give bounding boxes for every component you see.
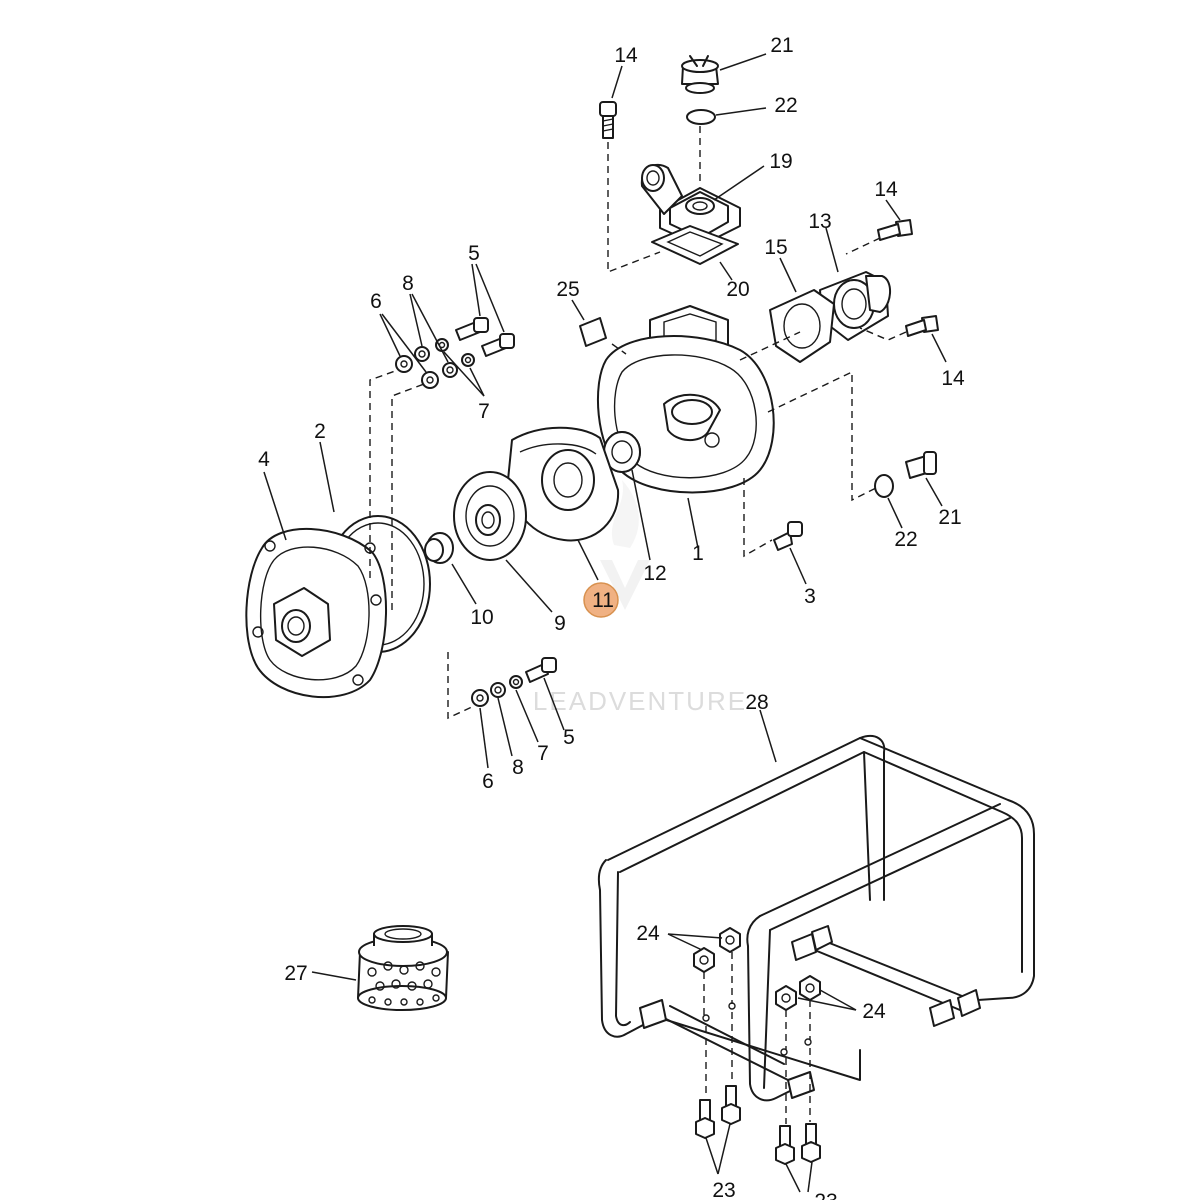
callout-6-top: 6 (370, 290, 382, 313)
part-27-strainer (357, 925, 449, 1011)
callout-14-right-top: 14 (874, 178, 898, 201)
callout-21-right: 21 (938, 506, 961, 529)
callout-28: 28 (745, 691, 768, 714)
part-21-plug-top (681, 55, 719, 94)
part-28-frame (597, 734, 1035, 1102)
callout-20: 20 (726, 278, 749, 301)
callout-11: 11 (592, 589, 614, 612)
watermark-text: LEADVENTURE (533, 686, 747, 716)
part-11-volute (507, 426, 620, 542)
callout-14-right-bottom: 14 (941, 367, 965, 390)
callout-12: 12 (643, 562, 666, 585)
callout-8-top: 8 (402, 272, 414, 295)
part-9-impeller (453, 471, 527, 561)
callout-7-bottom: 7 (537, 742, 549, 765)
callout-23-left: 23 (712, 1179, 735, 1200)
part-22-oring-right (874, 474, 894, 498)
callout-9: 9 (554, 612, 566, 635)
upper-fastener-group (395, 317, 515, 389)
callout-19: 19 (769, 150, 792, 173)
callout-22-top: 22 (774, 94, 797, 117)
lower-fastener-group (471, 657, 557, 707)
watermark-logo (600, 480, 650, 610)
part-24-nuts (693, 927, 821, 1011)
callout-24-right: 24 (862, 1000, 886, 1023)
callout-2: 2 (314, 420, 326, 443)
part-23-bolts (695, 1085, 821, 1165)
part-4-pump-cover (245, 528, 387, 699)
callout-8-bottom: 8 (512, 756, 524, 779)
callout-22-right: 22 (894, 528, 917, 551)
callout-7-top: 7 (478, 400, 490, 423)
part-14-bolt-right-top (877, 219, 913, 241)
callout-21-top: 21 (770, 34, 793, 57)
callout-23-right: 23 (814, 1190, 837, 1200)
part-22-oring-top (686, 109, 716, 125)
callout-13: 13 (808, 210, 831, 233)
part-14-bolt-top (599, 101, 617, 139)
callout-27: 27 (284, 962, 307, 985)
part-10-sleeve (424, 532, 454, 564)
callout-25: 25 (556, 278, 579, 301)
part-21-plug-right (905, 451, 937, 479)
callout-14-top: 14 (614, 44, 638, 67)
highlight-marker (583, 582, 619, 618)
callout-1: 1 (692, 542, 704, 565)
part-3-drain-bolt (773, 521, 803, 551)
part-25-label-plate (579, 317, 607, 347)
callout-10: 10 (470, 606, 493, 629)
callout-5-bottom: 5 (563, 726, 575, 749)
part-14-bolt-right-bottom (905, 315, 939, 337)
callout-5-top: 5 (468, 242, 480, 265)
callout-15: 15 (764, 236, 787, 259)
callout-3: 3 (804, 585, 816, 608)
callout-6-bottom: 6 (482, 770, 494, 793)
part-20-gasket (651, 225, 739, 265)
callout-4: 4 (258, 448, 270, 471)
callout-24-left: 24 (636, 922, 660, 945)
part-15-flange-gasket (769, 289, 835, 363)
part-13-inlet-flange (819, 271, 891, 341)
